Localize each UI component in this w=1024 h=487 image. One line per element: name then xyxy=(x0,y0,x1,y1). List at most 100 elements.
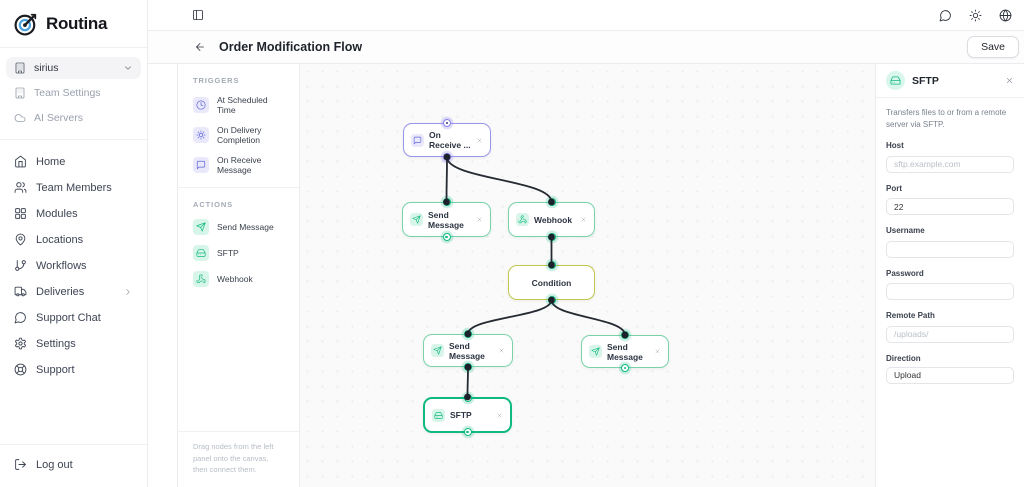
webhook-icon xyxy=(193,271,209,287)
building-icon xyxy=(15,62,25,74)
sidebar-item-settings[interactable]: Settings xyxy=(6,331,141,356)
sidebar-item-workflows[interactable]: Workflows xyxy=(6,253,141,278)
node-input-handle[interactable] xyxy=(621,331,629,339)
field-password: Password xyxy=(886,269,1014,300)
top-bar-actions xyxy=(939,9,1012,22)
node-label: Condition xyxy=(531,277,572,288)
sidebar-item-modules[interactable]: Modules xyxy=(6,201,141,226)
field-username: Username xyxy=(886,226,1014,258)
language-button[interactable] xyxy=(999,9,1012,22)
app-logo[interactable]: Routina xyxy=(0,0,147,47)
users-icon xyxy=(14,182,27,193)
palette-item-webhook[interactable]: Webhook xyxy=(193,271,284,287)
workflow-icon xyxy=(15,260,26,271)
back-button[interactable] xyxy=(194,41,206,53)
node-on-receive-message[interactable]: On Receive ... xyxy=(403,119,491,161)
chevron-down-icon xyxy=(125,66,131,70)
palette-item-on-receive-message[interactable]: On Receive Message xyxy=(193,155,284,175)
palette-item-sftp[interactable]: SFTP xyxy=(193,245,284,261)
close-icon[interactable] xyxy=(496,412,503,419)
actions-section-title: ACTIONS xyxy=(193,200,234,209)
close-icon[interactable] xyxy=(476,216,483,223)
palette-item-label: SFTP xyxy=(217,248,239,258)
palette-item-at-scheduled-time[interactable]: At Scheduled Time xyxy=(193,95,284,115)
server-icon xyxy=(193,245,209,261)
logout-button[interactable]: Log out xyxy=(6,452,141,477)
inspector-form: Transfers files to or from a remote serv… xyxy=(876,98,1024,404)
arrow-left-icon xyxy=(196,43,204,51)
server-icon xyxy=(886,71,905,90)
palette-item-label: On Receive Message xyxy=(217,155,262,175)
node-input-handle[interactable] xyxy=(547,261,556,269)
sidebar-item-label: Locations xyxy=(36,233,84,246)
close-panel-button[interactable] xyxy=(1005,76,1014,85)
close-icon[interactable] xyxy=(498,347,505,354)
host-input[interactable] xyxy=(886,155,1014,173)
node-output-handle[interactable] xyxy=(547,233,556,241)
node-sftp[interactable]: SFTP xyxy=(423,394,512,436)
workspace-switcher[interactable]: sirius xyxy=(6,57,141,79)
sidebar-item-support-chat[interactable]: Support Chat xyxy=(6,305,141,330)
node-send-message-1[interactable]: Send Message xyxy=(402,198,491,241)
node-input-handle[interactable] xyxy=(547,198,556,206)
node-output-handle[interactable] xyxy=(443,153,451,161)
palette-item-send-message[interactable]: Send Message xyxy=(193,219,284,235)
node-output-handle[interactable] xyxy=(463,428,472,436)
close-icon[interactable] xyxy=(476,137,483,144)
palette-divider xyxy=(178,187,299,188)
flow-header: Order Modification Flow Save xyxy=(148,31,1024,64)
target-logo-icon xyxy=(14,13,37,36)
send-icon xyxy=(193,219,209,235)
palette-item-label: Send Message xyxy=(217,222,274,232)
node-output-handle[interactable] xyxy=(547,296,556,304)
port-input[interactable] xyxy=(886,198,1014,215)
node-send-message-2[interactable]: Send Message xyxy=(423,330,513,371)
flow-canvas[interactable]: On Receive ... Send Message xyxy=(300,64,875,487)
theme-toggle-button[interactable] xyxy=(969,9,982,22)
sidebar-divider xyxy=(0,139,147,140)
life-buoy-icon xyxy=(14,363,27,376)
password-input[interactable] xyxy=(886,283,1014,300)
chat-button[interactable] xyxy=(939,9,952,22)
node-output-handle[interactable] xyxy=(442,233,451,241)
main-area: Order Modification Flow Save TRIGGERS At… xyxy=(148,0,1024,487)
close-icon[interactable] xyxy=(654,348,661,355)
sidebar-toggle-button[interactable] xyxy=(192,9,204,21)
node-condition[interactable]: Condition xyxy=(508,261,595,304)
direction-select[interactable]: Upload xyxy=(886,366,1014,384)
field-host: Host xyxy=(886,141,1014,173)
sidebar-item-deliveries[interactable]: Deliveries xyxy=(6,279,141,304)
username-input[interactable] xyxy=(886,240,1014,258)
sidebar-item-ai-servers[interactable]: AI Servers xyxy=(6,107,141,129)
close-icon[interactable] xyxy=(580,216,587,223)
field-label: Direction xyxy=(886,353,921,363)
remote-path-input[interactable] xyxy=(886,325,1014,343)
sidebar: Routina sirius Team Settings xyxy=(0,0,148,487)
sidebar-item-label: Team Settings xyxy=(34,87,101,99)
sidebar-item-team-settings[interactable]: Team Settings xyxy=(6,82,141,104)
send-icon xyxy=(589,345,602,358)
node-send-message-3[interactable]: Send Message xyxy=(581,331,669,372)
map-pin-icon xyxy=(15,233,26,246)
node-output-handle[interactable] xyxy=(464,363,472,371)
node-output-handle[interactable] xyxy=(621,364,629,372)
palette-item-on-delivery-completion[interactable]: On Delivery Completion xyxy=(193,125,284,145)
sidebar-item-locations[interactable]: Locations xyxy=(6,227,141,252)
node-webhook[interactable]: Webhook xyxy=(508,198,595,241)
node-label: On Receive ... xyxy=(429,130,471,150)
node-input-handle[interactable] xyxy=(464,330,472,338)
save-button[interactable]: Save xyxy=(967,36,1019,58)
sidebar-item-label: Support Chat xyxy=(36,311,101,324)
node-input-handle[interactable] xyxy=(443,119,451,127)
field-label: Port xyxy=(886,183,902,193)
sidebar-item-team-members[interactable]: Team Members xyxy=(6,175,141,200)
sidebar-item-home[interactable]: Home xyxy=(6,149,141,174)
sidebar-divider xyxy=(0,47,147,48)
sidebar-item-support[interactable]: Support xyxy=(6,357,141,382)
node-input-handle[interactable] xyxy=(463,394,472,402)
sidebar-item-label: Deliveries xyxy=(36,285,85,298)
clock-icon xyxy=(193,97,209,113)
node-label: Send Message xyxy=(428,209,464,230)
node-input-handle[interactable] xyxy=(442,198,451,206)
